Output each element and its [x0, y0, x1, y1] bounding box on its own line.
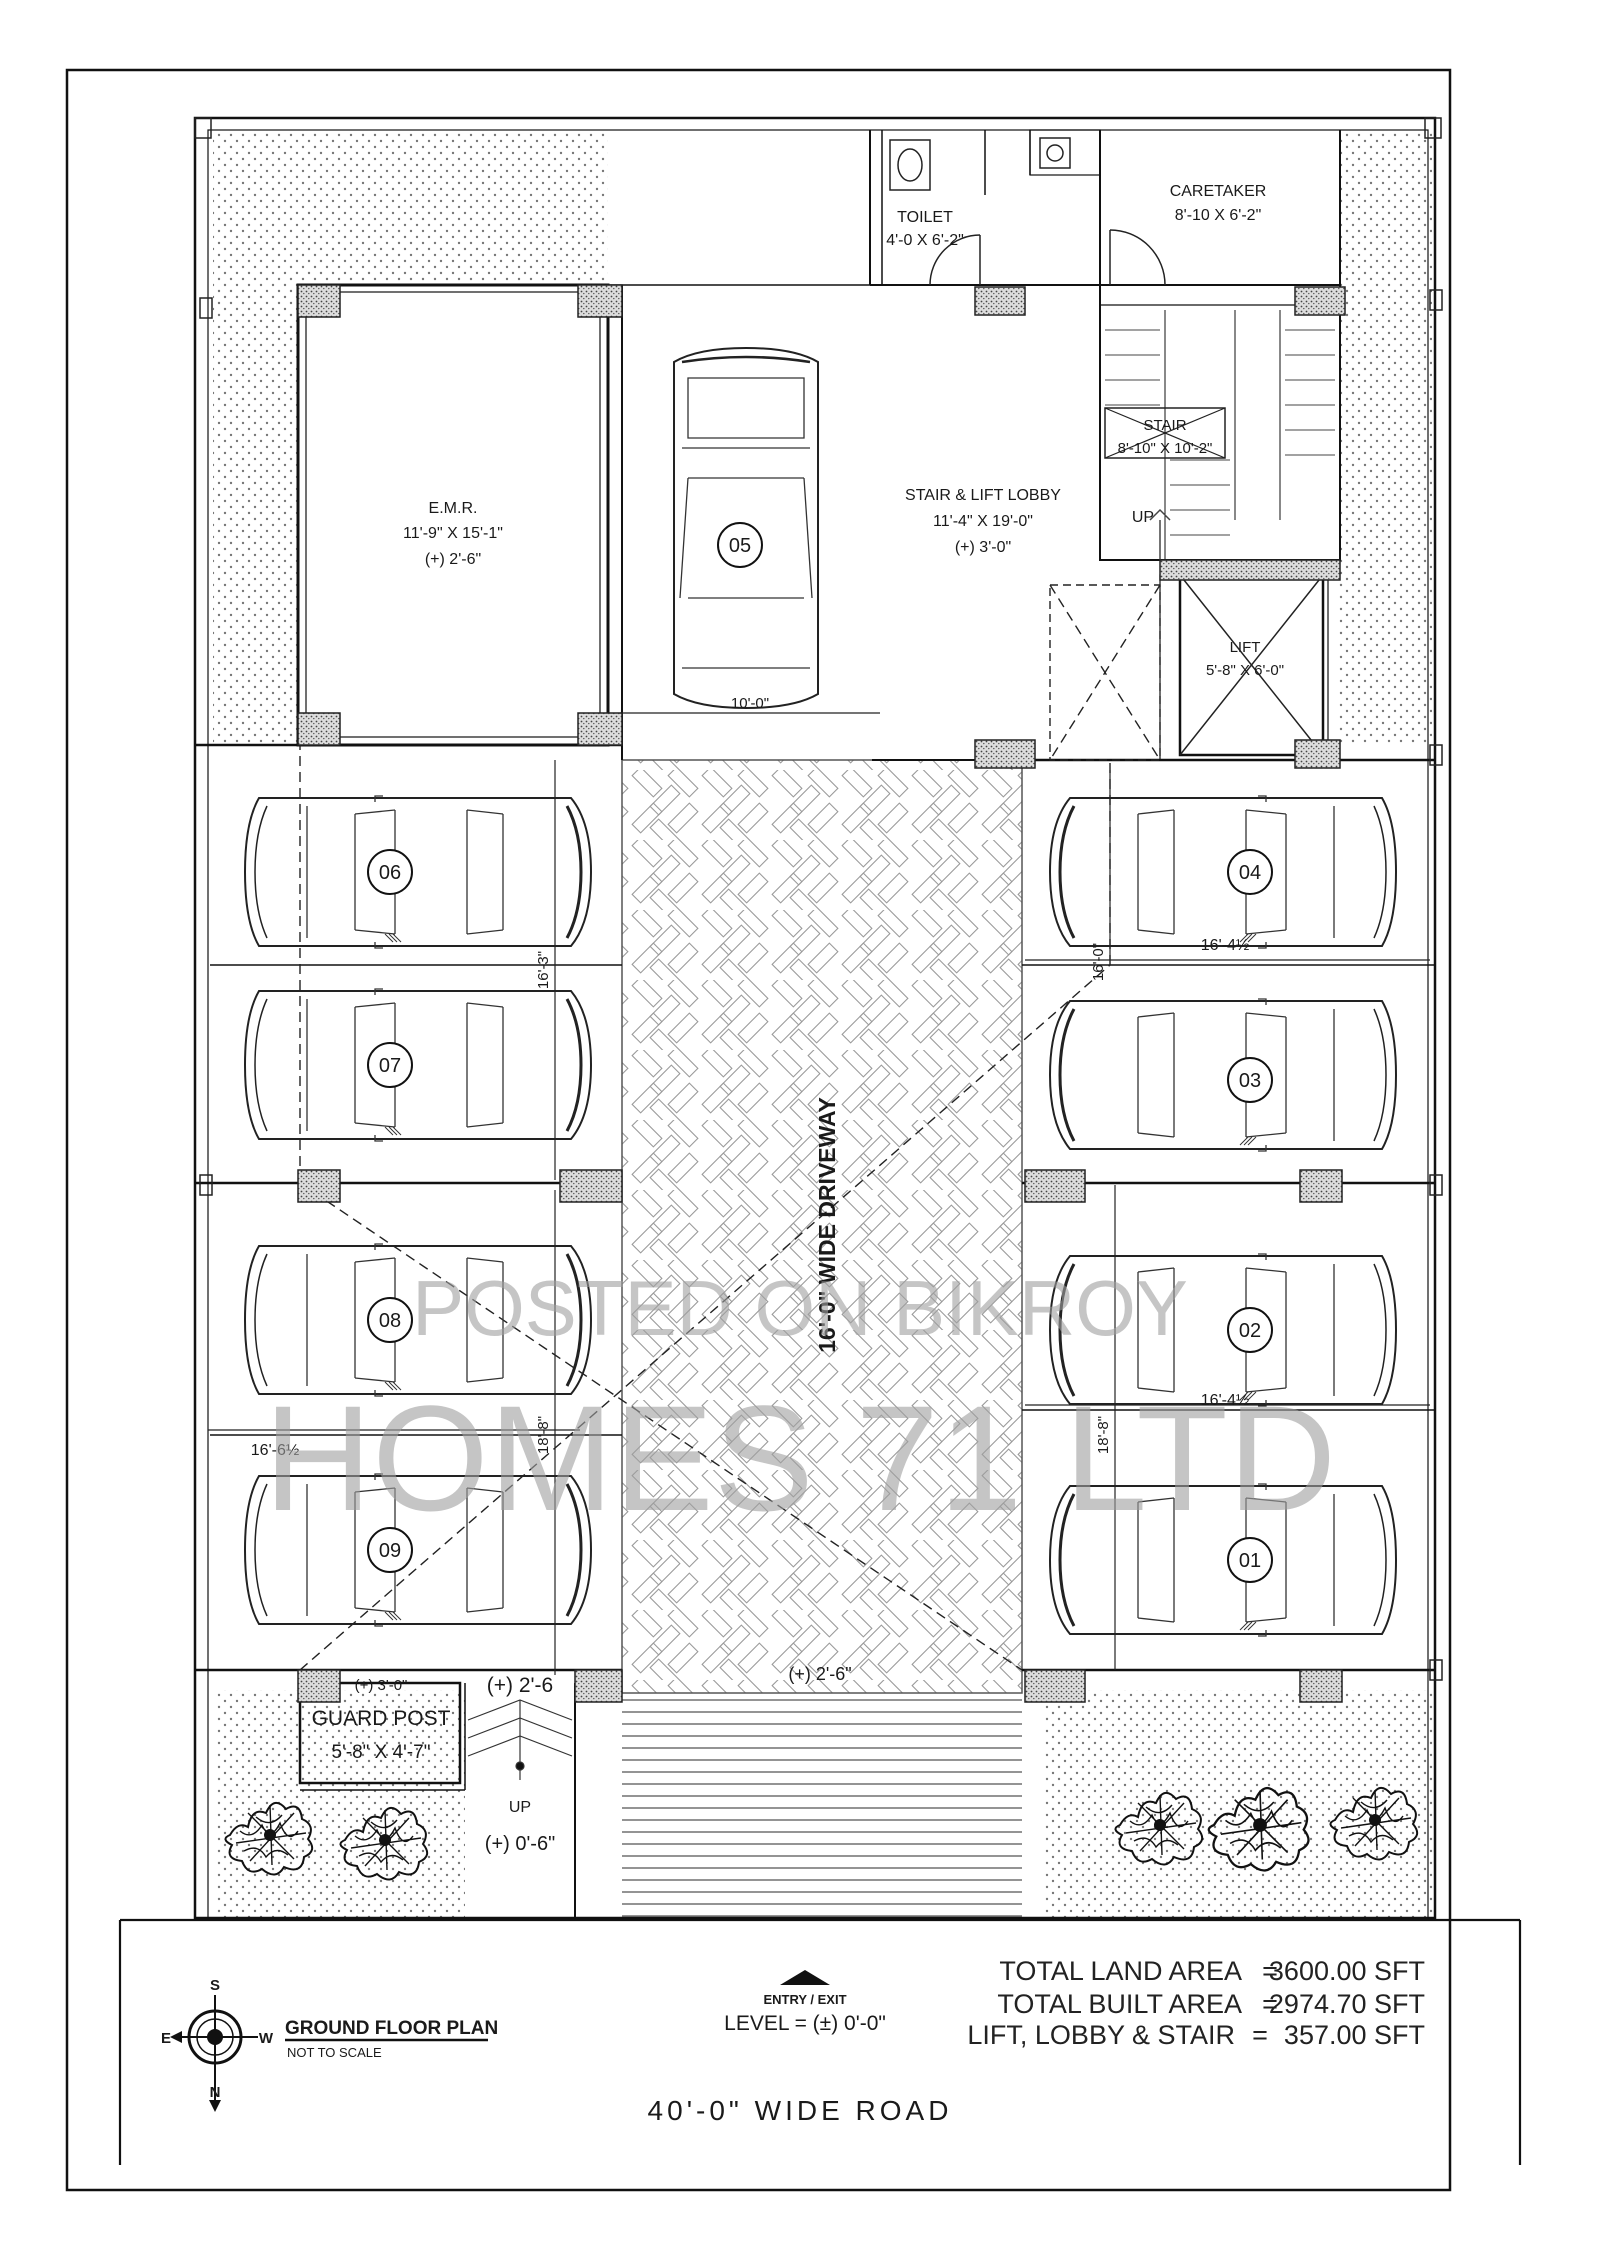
- compass-e: E: [161, 2030, 171, 2047]
- plan-subtitle: NOT TO SCALE: [287, 2045, 382, 2060]
- dim-left-lower-width: 16'-6½: [251, 1442, 299, 1459]
- car-07: [243, 987, 593, 1143]
- emr-size: 11'-9" X 15'-1": [403, 525, 503, 542]
- dim-right-lower-width: 16'-4½: [1201, 1392, 1249, 1409]
- lobby-level: (+) 3'-0": [955, 539, 1011, 556]
- dim-bay5-width: 10'-0": [731, 695, 769, 712]
- guard-size: 5'-8" X 4'-7": [332, 1742, 431, 1763]
- entry-label: ENTRY / EXIT: [763, 1992, 846, 2007]
- entry-ramp: [622, 1699, 1022, 1917]
- parking-09-label: 09: [379, 1540, 401, 1562]
- stair-box: [1104, 407, 1226, 459]
- car-03: [1048, 997, 1398, 1153]
- dim-right-lower-depth: 18'-8": [1095, 1416, 1112, 1454]
- lobby-name: STAIR & LIFT LOBBY: [905, 487, 1061, 504]
- parking-07-label: 07: [379, 1055, 401, 1077]
- sheet-border: [65, 68, 1452, 2192]
- entry-arrow-icon: [780, 1970, 830, 1985]
- lift-size: 5'-8" X 6'-0": [1206, 662, 1284, 679]
- driveway-label: 16'-0" WIDE DRIVEWAY: [814, 1097, 840, 1353]
- toilet-name: TOILET: [897, 209, 953, 226]
- stat-label-built: TOTAL BUILT AREA: [997, 1989, 1242, 2019]
- stat-label-land: TOTAL LAND AREA: [999, 1956, 1242, 1986]
- entry-up-label: UP: [509, 1799, 531, 1816]
- stat-value-built: 2974.70 SFT: [1269, 1989, 1425, 2019]
- dim-left-lower-depth: 18'-8": [535, 1416, 552, 1454]
- watermark-line1: POSTED ON BIKROY: [412, 1264, 1188, 1352]
- dim-right-upper-width: 16'-4½: [1201, 937, 1249, 954]
- edge-studs: [194, 117, 1443, 1681]
- dimension-lines: [208, 712, 1430, 1675]
- parking-06-label: 06: [379, 862, 401, 884]
- entry-step-level: (+) 2'-6: [487, 1674, 553, 1697]
- car-06: [243, 794, 593, 950]
- lift-cross: [1179, 574, 1324, 756]
- stair-treads: [1105, 329, 1335, 560]
- lobby-size: 11'-4" X 19'-0": [933, 513, 1033, 530]
- area-stats: TOTAL LAND AREA = 3600.00 SFT TOTAL BUIL…: [967, 1956, 1425, 2050]
- parking-02-label: 02: [1239, 1320, 1261, 1342]
- stat-eq-built: =: [1262, 1989, 1278, 2019]
- stat-value-land: 3600.00 SFT: [1269, 1956, 1425, 1986]
- entry-landing-level: (+) 0'-6": [485, 1833, 555, 1855]
- dotted-setback-areas: [213, 130, 1435, 1918]
- compass-n: N: [210, 2084, 221, 2101]
- lift-name: LIFT: [1230, 639, 1261, 656]
- driveway-paving: [621, 759, 1023, 1694]
- entry-level: LEVEL = (±) 0'-0": [724, 2012, 886, 2035]
- compass-w: W: [259, 2030, 274, 2047]
- guard-name: GUARD POST: [312, 1707, 451, 1730]
- dim-right-upper-depth: 16'-0": [1090, 943, 1107, 981]
- parking-numbers: 05 06 07 08 09 04 03 02 01: [379, 535, 1261, 1572]
- toilet-fixture: [889, 137, 1071, 191]
- stat-eq-lobby: =: [1252, 2020, 1268, 2050]
- driveway-level: (+) 2'-6": [788, 1664, 851, 1684]
- stair-box-diag-2: [1104, 407, 1226, 459]
- watermark-line2: HOMES 71 LTD: [264, 1374, 1337, 1542]
- caretaker-name: CARETAKER: [1170, 183, 1267, 200]
- road-boundary: [118, 1918, 1522, 2165]
- compass-icon: [170, 1995, 258, 2112]
- stair-size: 8'-10" X 10'-2": [1118, 440, 1213, 457]
- caretaker-size: 8'-10 X 6'-2": [1175, 207, 1262, 224]
- plan-title: GROUND FLOOR PLAN: [285, 2018, 498, 2039]
- parking-03-label: 03: [1239, 1070, 1261, 1092]
- toilet-size: 4'-0 X 6'-2": [886, 232, 964, 249]
- car-04: [1048, 794, 1398, 950]
- road-label: 40'-0" WIDE ROAD: [648, 2095, 953, 2126]
- dashed-diagonals: [299, 584, 1161, 1671]
- stair-name: STAIR: [1143, 417, 1186, 434]
- entry-steps: [467, 1699, 573, 1780]
- structural-columns: [297, 284, 1346, 1703]
- parking-01-label: 01: [1239, 1550, 1261, 1572]
- stat-eq-land: =: [1262, 1956, 1278, 1986]
- dim-left-upper-depth: 16'-3": [535, 951, 552, 989]
- door-swings: [929, 229, 1166, 286]
- compass-s: S: [210, 1977, 220, 1994]
- parking-05-label: 05: [729, 535, 751, 557]
- stat-value-lobby: 357.00 SFT: [1284, 2020, 1425, 2050]
- emr-name: E.M.R.: [429, 500, 478, 517]
- stair-up-label: UP: [1132, 509, 1154, 526]
- emr-level: (+) 2'-6": [425, 551, 481, 568]
- parking-number-circles: [367, 522, 1273, 1583]
- building-walls: [193, 116, 1437, 1921]
- guard-level: (+) 3'-0": [355, 1677, 408, 1694]
- stat-label-lobby: LIFT, LOBBY & STAIR: [967, 2020, 1235, 2050]
- parking-08-label: 08: [379, 1310, 401, 1332]
- parking-04-label: 04: [1239, 862, 1261, 884]
